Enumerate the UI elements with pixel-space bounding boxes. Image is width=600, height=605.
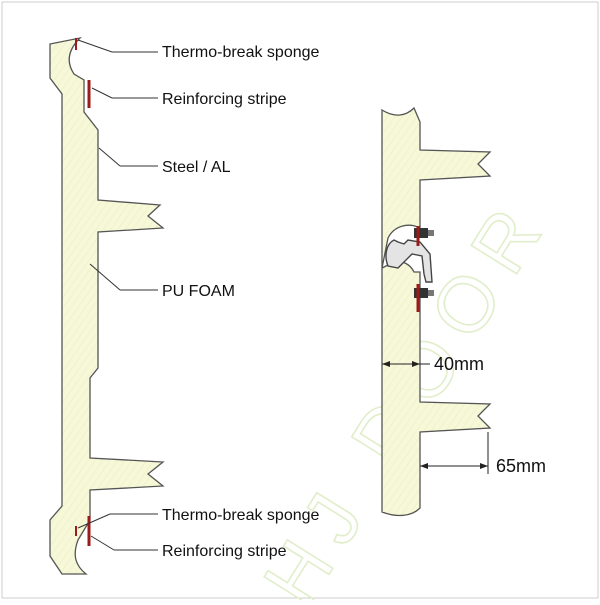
left-panel-profile bbox=[49, 36, 165, 575]
thermo-break-top-label: Thermo-break sponge bbox=[162, 44, 320, 61]
hinge-bracket bbox=[385, 239, 433, 283]
thermo-break-bottom-label: Thermo-break sponge bbox=[162, 507, 320, 524]
rib-depth-dimension: 65mm bbox=[420, 432, 546, 476]
thickness-dimension-label: 40mm bbox=[434, 354, 484, 374]
callout-reinforcing-top: Reinforcing stripe bbox=[91, 87, 287, 108]
left-panel-body bbox=[49, 36, 165, 575]
reinforcing-top-label: Reinforcing stripe bbox=[162, 91, 287, 108]
steel-al-label: Steel / AL bbox=[162, 159, 231, 176]
callout-reinforcing-bottom: Reinforcing stripe bbox=[90, 535, 287, 560]
callout-pu-foam: PU FOAM bbox=[89, 263, 235, 300]
rib-depth-dimension-label: 65mm bbox=[496, 456, 546, 476]
callout-thermo-break-top: Thermo-break sponge bbox=[77, 39, 320, 61]
reinforcing-bottom-label: Reinforcing stripe bbox=[162, 543, 287, 560]
bolt-lower bbox=[414, 288, 434, 298]
right-panel-joint-detail bbox=[381, 106, 492, 517]
callout-steel-al: Steel / AL bbox=[98, 147, 231, 176]
upper-panel-body bbox=[381, 106, 492, 269]
thickness-dimension: 40mm bbox=[382, 354, 484, 374]
callout-thermo-break-bottom: Thermo-break sponge bbox=[77, 507, 320, 529]
pu-foam-label: PU FOAM bbox=[162, 283, 235, 300]
bolt-upper bbox=[414, 228, 434, 238]
